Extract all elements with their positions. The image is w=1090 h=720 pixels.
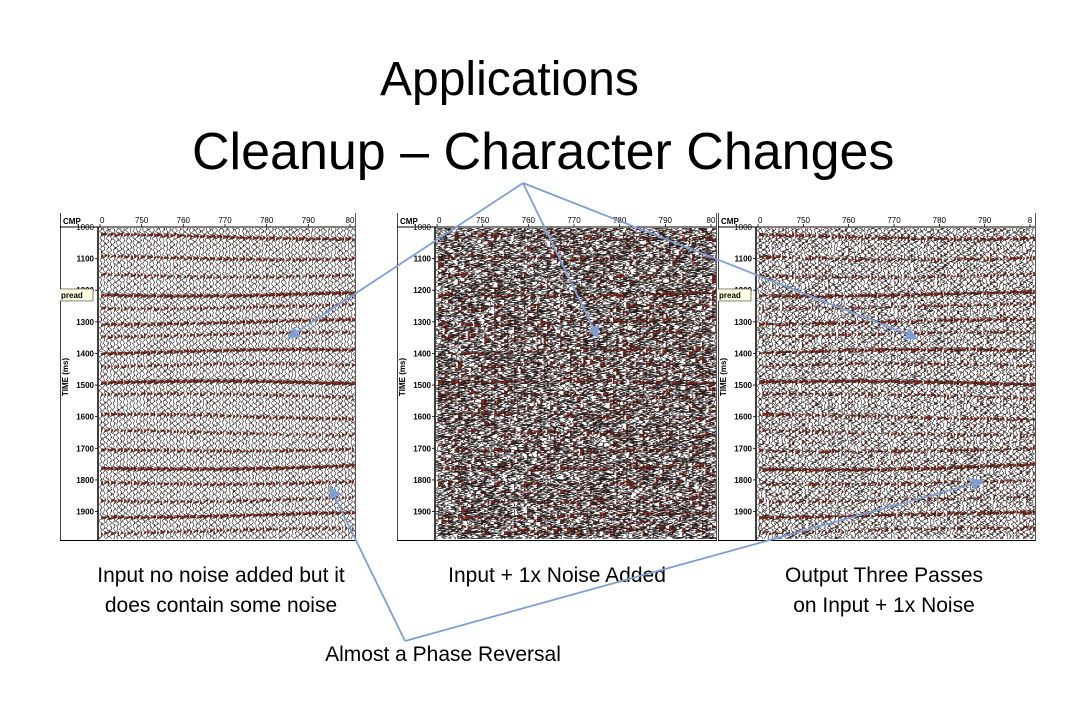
y-tick-label: 1600 — [734, 413, 752, 422]
side-tab-label: pread — [61, 291, 83, 300]
caption-input: Input no noise added but it does contain… — [60, 561, 382, 621]
time-axis-label: TIME (ms) — [719, 358, 728, 397]
y-tick-label: 1700 — [413, 444, 431, 453]
y-tick-label: 1700 — [734, 444, 752, 453]
x-tick-label: 770 — [218, 216, 232, 225]
y-tick-label: 1700 — [76, 444, 94, 453]
time-axis-label: TIME (ms) — [398, 358, 407, 397]
time-axis-label: TIME (ms) — [61, 358, 70, 397]
y-tick-label: 1500 — [734, 381, 752, 390]
y-tick-label: 1400 — [76, 349, 94, 358]
x-tick-label: 780 — [933, 216, 947, 225]
x-tick-label: 780 — [613, 216, 627, 225]
x-tick-label: 0 — [758, 216, 763, 225]
y-tick-label: 1800 — [734, 476, 752, 485]
y-tick-label: 1800 — [76, 476, 94, 485]
y-tick-label: 1500 — [413, 381, 431, 390]
x-tick-label: 760 — [522, 216, 536, 225]
x-tick-label: 770 — [567, 216, 581, 225]
seismic-panel-output: CMP0750760770780790810001100120013001400… — [718, 213, 1036, 541]
wiggle-traces — [757, 228, 1035, 539]
y-tick-label: 1400 — [413, 349, 431, 358]
y-tick-label: 1900 — [734, 508, 752, 517]
caption-noisy-line1: Input + 1x Noise Added — [448, 564, 666, 587]
y-tick-label: 1400 — [734, 349, 752, 358]
side-tab[interactable] — [60, 288, 94, 302]
y-tick-label: 1000 — [413, 223, 431, 232]
caption-output-line1: Output Three Passes — [784, 564, 984, 587]
y-tick-label: 1300 — [76, 318, 94, 327]
y-tick-label: 1300 — [413, 318, 431, 327]
x-tick-label: 750 — [135, 216, 149, 225]
x-tick-label: 80 — [707, 216, 716, 225]
y-tick-label: 1600 — [76, 413, 94, 422]
caption-input-line2: does contain some noise — [104, 594, 338, 617]
x-tick-label: 8 — [1028, 216, 1033, 225]
x-tick-label: 780 — [260, 216, 274, 225]
y-tick-label: 1900 — [76, 508, 94, 517]
caption-output-line2: on Input + 1x Noise — [793, 594, 975, 617]
phase-reversal-label: Almost a Phase Reversal — [325, 643, 561, 666]
y-tick-label: 1100 — [77, 255, 95, 264]
y-tick-label: 1000 — [734, 223, 752, 232]
x-tick-label: 750 — [797, 216, 811, 225]
y-tick-label: 1900 — [413, 508, 431, 517]
cmp-label: CMP — [63, 217, 81, 226]
caption-noisy: Input + 1x Noise Added — [410, 561, 704, 591]
x-tick-label: 80 — [346, 216, 355, 225]
caption-output: Output Three Passes on Input + 1x Noise — [738, 561, 1030, 621]
x-tick-label: 790 — [659, 216, 673, 225]
y-tick-label: 1000 — [76, 223, 94, 232]
x-tick-label: 760 — [177, 216, 191, 225]
side-tab-label: pread — [719, 291, 741, 300]
y-tick-label: 1100 — [414, 255, 432, 264]
x-tick-label: 790 — [302, 216, 316, 225]
x-tick-label: 0 — [100, 216, 105, 225]
x-tick-label: 750 — [476, 216, 490, 225]
x-tick-label: 760 — [842, 216, 856, 225]
y-tick-label: 1100 — [735, 255, 753, 264]
y-tick-label: 1600 — [413, 413, 431, 422]
seismic-panel-input: CMP0750760770780790801000110012001300140… — [60, 213, 356, 541]
slide-title: Applications — [380, 53, 639, 106]
x-tick-label: 770 — [887, 216, 901, 225]
y-tick-label: 1800 — [413, 476, 431, 485]
x-tick-label: 0 — [437, 216, 442, 225]
y-tick-label: 1300 — [734, 318, 752, 327]
slide-subtitle: Cleanup – Character Changes — [192, 123, 895, 181]
caption-input-line1: Input no noise added but it — [97, 564, 345, 587]
x-tick-label: 790 — [978, 216, 992, 225]
y-tick-label: 1500 — [76, 381, 94, 390]
y-tick-label: 1200 — [413, 286, 431, 295]
